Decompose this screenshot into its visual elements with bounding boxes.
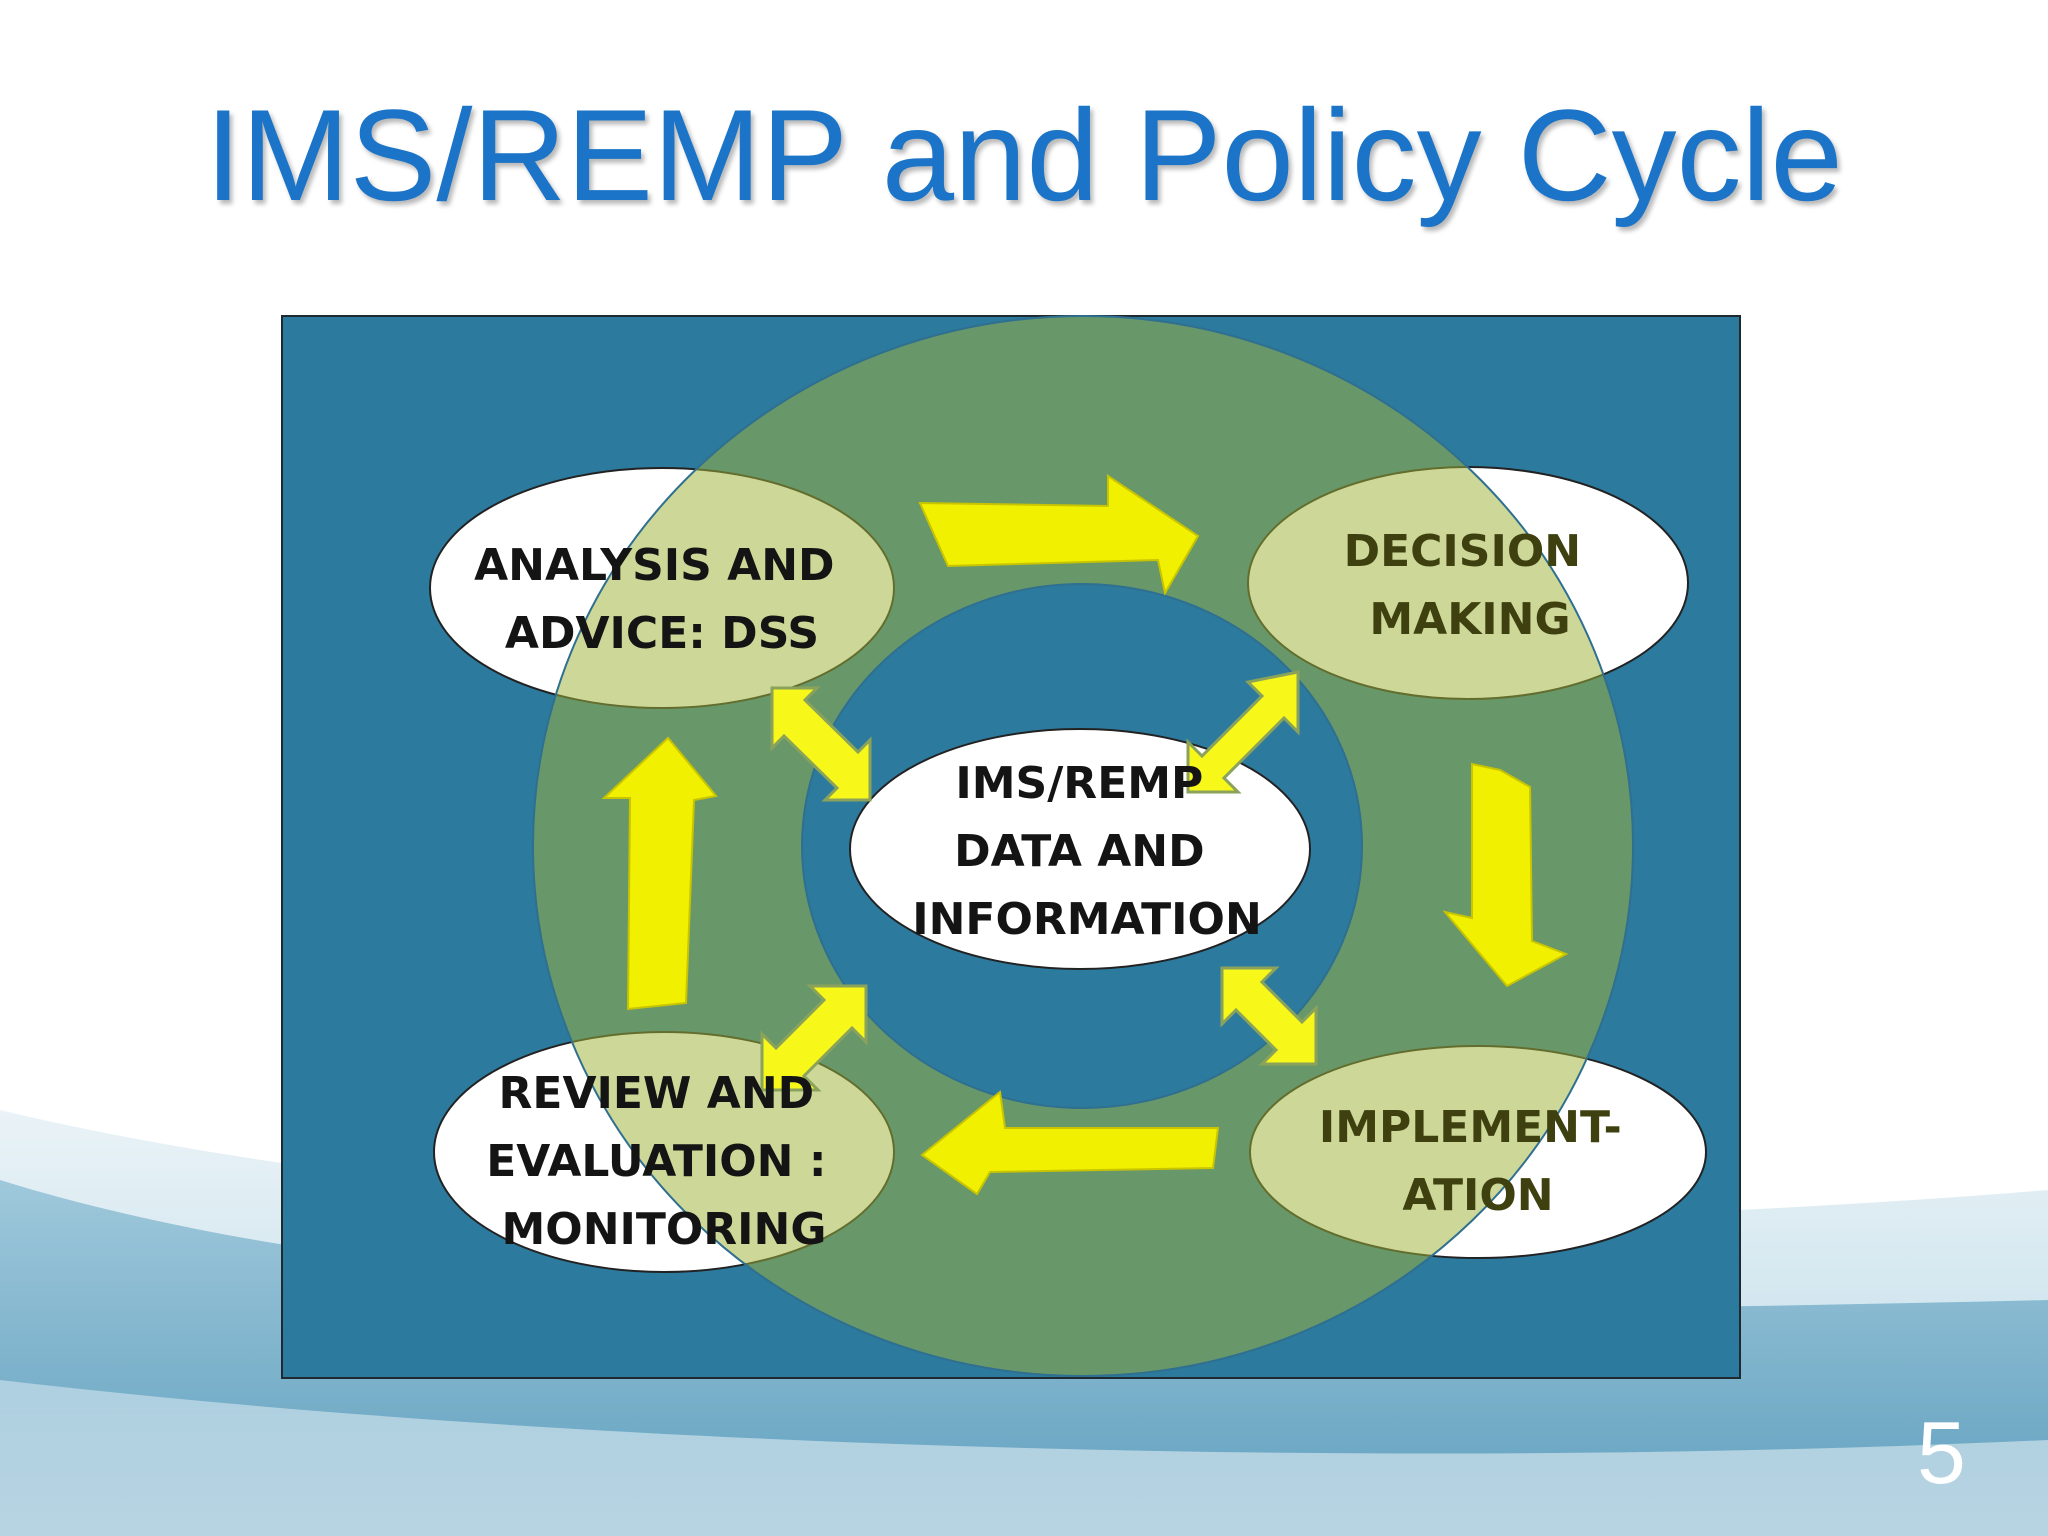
arrow-right-icon — [918, 474, 1200, 596]
double-arrow-bottom-left-icon — [760, 984, 868, 1092]
arrow-up-icon — [601, 736, 718, 1011]
slide-number: 5 — [1917, 1403, 1966, 1502]
analysis-label: ANALYSIS AND ADVICE: DSS — [474, 540, 850, 659]
implementation-label-line: IMPLEMENT- — [1319, 1102, 1622, 1153]
review-label-line: EVALUATION : — [486, 1136, 826, 1187]
review-label-line: REVIEW AND — [499, 1068, 815, 1119]
analysis-label-line: ADVICE: DSS — [505, 608, 819, 659]
review-label: REVIEW AND EVALUATION : MONITORING — [486, 1068, 842, 1255]
arrow-down-icon — [1442, 762, 1569, 988]
center-label-line: IMS/REMP — [955, 758, 1203, 809]
center-label-line: INFORMATION — [912, 894, 1262, 945]
decision-label-line: DECISION — [1344, 526, 1582, 577]
double-arrow-bottom-right-icon — [1220, 966, 1318, 1066]
double-arrow-top-right-icon — [1186, 670, 1300, 794]
double-arrow-top-left-icon — [770, 686, 872, 802]
slide-title: IMS/REMP and Policy Cycle — [205, 82, 1843, 228]
arrow-left-icon — [920, 1090, 1220, 1196]
center-label-line: DATA AND — [954, 826, 1205, 877]
implementation-label: IMPLEMENT- ATION — [1319, 1102, 1637, 1221]
center-label: IMS/REMP DATA AND INFORMATION — [912, 758, 1262, 945]
analysis-label-line: ANALYSIS AND — [474, 540, 834, 591]
review-label-line: MONITORING — [502, 1204, 827, 1255]
decision-label: DECISION MAKING — [1344, 526, 1597, 645]
decision-label-line: MAKING — [1369, 594, 1570, 645]
implementation-label-line: ATION — [1402, 1170, 1553, 1221]
cycle-ring — [532, 314, 1634, 1378]
